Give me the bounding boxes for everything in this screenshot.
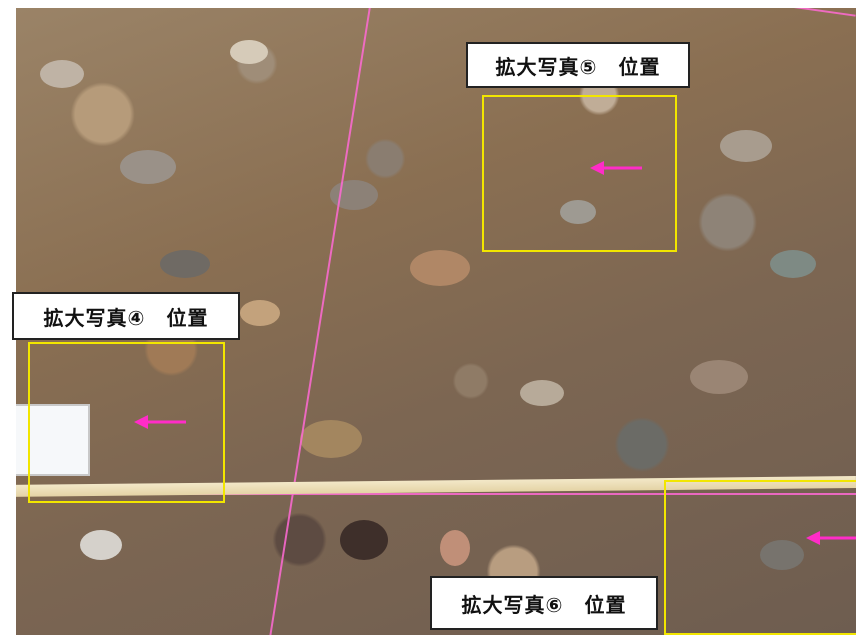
stone <box>240 300 280 326</box>
stone <box>520 380 564 406</box>
stone <box>40 60 84 88</box>
stone <box>160 250 210 278</box>
photo5-label: 拡大写真⑤ 位置 <box>466 42 690 88</box>
photo4-position-box <box>28 342 225 503</box>
photo4-arrow-icon <box>134 415 186 429</box>
stone <box>560 200 596 224</box>
photo4-label: 拡大写真④ 位置 <box>12 292 240 340</box>
photo6-label: 拡大写真⑥ 位置 <box>430 576 658 630</box>
survey-string-horizontal <box>0 493 856 495</box>
frame-top <box>0 0 856 8</box>
stone <box>410 250 470 286</box>
stone <box>120 150 176 184</box>
stone <box>440 530 470 566</box>
photo6-position-box <box>664 480 856 635</box>
stone <box>720 130 772 162</box>
stone <box>690 360 748 394</box>
stone <box>230 40 268 64</box>
photo6-arrow-icon <box>806 531 856 545</box>
frame-left <box>0 0 16 635</box>
stone <box>80 530 122 560</box>
photo5-position-box <box>482 95 677 252</box>
photo5-arrow-icon <box>590 161 642 175</box>
stone <box>300 420 362 458</box>
stone <box>770 250 816 278</box>
stone <box>340 520 388 560</box>
stone <box>760 540 804 570</box>
